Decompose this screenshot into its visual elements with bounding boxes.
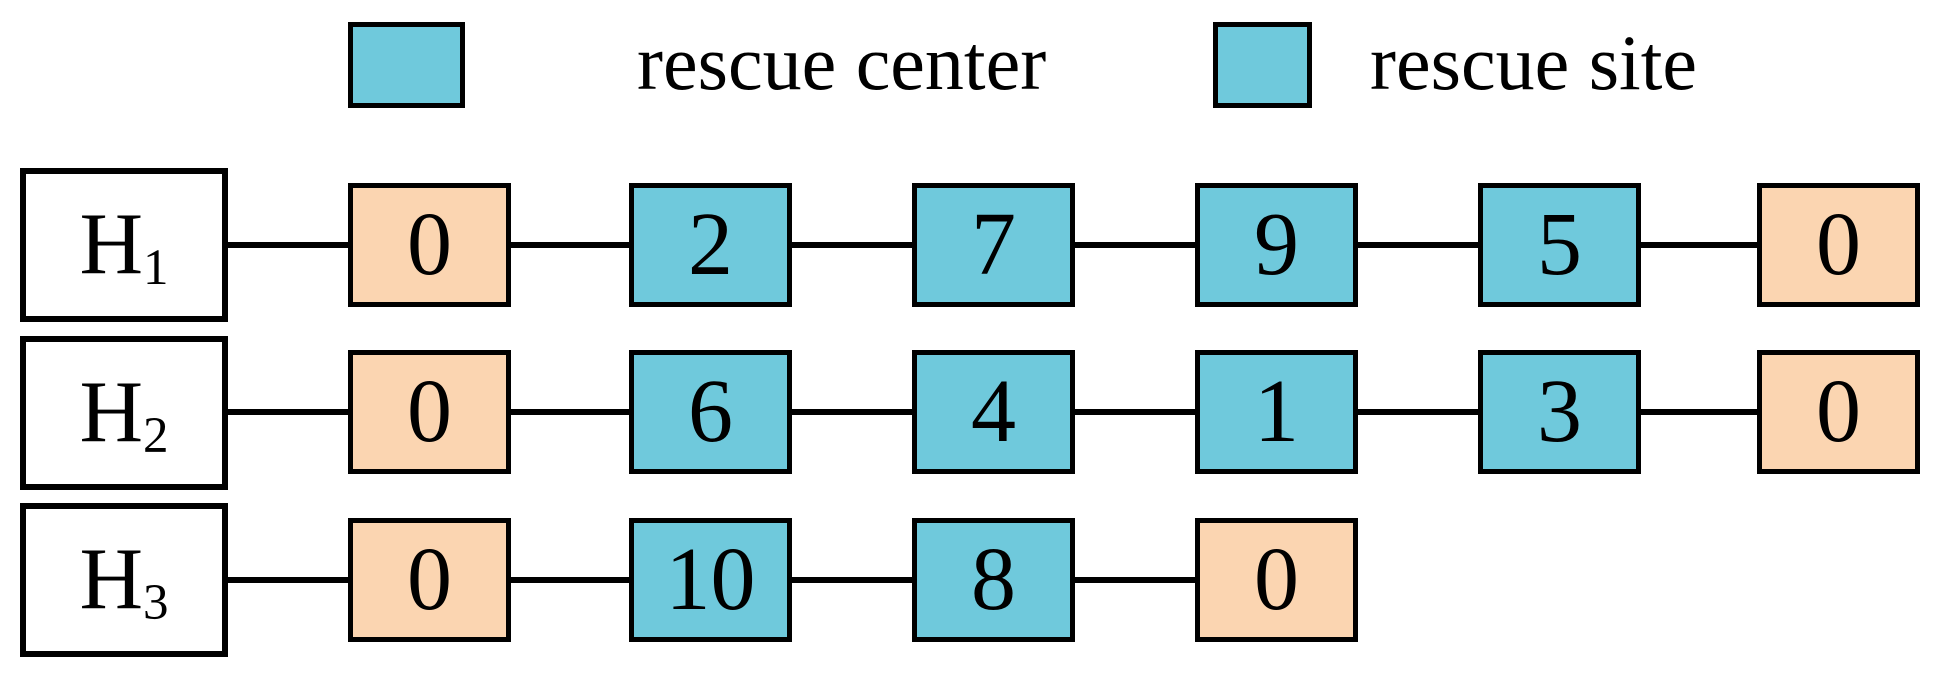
route-link xyxy=(792,409,912,415)
row-label-h1-subscript: 1 xyxy=(143,240,169,297)
legend-swatch-rescue-site xyxy=(1213,22,1312,108)
stop-h1-endpoint-end: 0 xyxy=(1757,183,1920,307)
route-link xyxy=(1075,577,1195,583)
route-link xyxy=(511,242,629,248)
stop-h1-site-7: 7 xyxy=(912,183,1075,307)
stop-h2-endpoint-start: 0 xyxy=(348,350,511,474)
stop-h3-site-10: 10 xyxy=(629,518,792,642)
route-link xyxy=(1641,409,1757,415)
route-link xyxy=(1641,242,1757,248)
row-label-h1: H1 xyxy=(79,196,169,297)
route-link xyxy=(511,577,629,583)
route-link xyxy=(228,242,348,248)
stop-h2-site-3: 3 xyxy=(1478,350,1641,474)
route-link xyxy=(511,409,629,415)
route-link xyxy=(228,577,348,583)
route-link xyxy=(1075,242,1195,248)
row-label-h2: H2 xyxy=(79,364,169,465)
route-link xyxy=(1358,242,1478,248)
route-link xyxy=(792,577,912,583)
stop-h2-endpoint-end: 0 xyxy=(1757,350,1920,474)
legend-label-rescue-center: rescue center xyxy=(637,19,1047,106)
stop-h3-endpoint-start: 0 xyxy=(348,518,511,642)
stop-h2-site-6: 6 xyxy=(629,350,792,474)
route-link xyxy=(1075,409,1195,415)
row-label-box-h2: H2 xyxy=(20,336,228,490)
row-label-box-h3: H3 xyxy=(20,503,228,657)
legend-label-rescue-site: rescue site xyxy=(1370,19,1698,106)
route-link xyxy=(1358,409,1478,415)
stop-h1-site-2: 2 xyxy=(629,183,792,307)
row-label-box-h1: H1 xyxy=(20,168,228,322)
stop-h1-endpoint-start: 0 xyxy=(348,183,511,307)
stop-h3-endpoint-end: 0 xyxy=(1195,518,1358,642)
stop-h2-site-4: 4 xyxy=(912,350,1075,474)
stop-h1-site-9: 9 xyxy=(1195,183,1358,307)
route-link xyxy=(792,242,912,248)
stop-h1-site-5: 5 xyxy=(1478,183,1641,307)
stop-h2-site-1: 1 xyxy=(1195,350,1358,474)
row-label-h3: H3 xyxy=(79,531,169,632)
route-link xyxy=(228,409,348,415)
row-label-h3-subscript: 3 xyxy=(143,575,169,632)
stop-h3-site-8: 8 xyxy=(912,518,1075,642)
legend-swatch-rescue-center xyxy=(348,22,465,108)
row-label-h2-subscript: 2 xyxy=(143,408,169,465)
